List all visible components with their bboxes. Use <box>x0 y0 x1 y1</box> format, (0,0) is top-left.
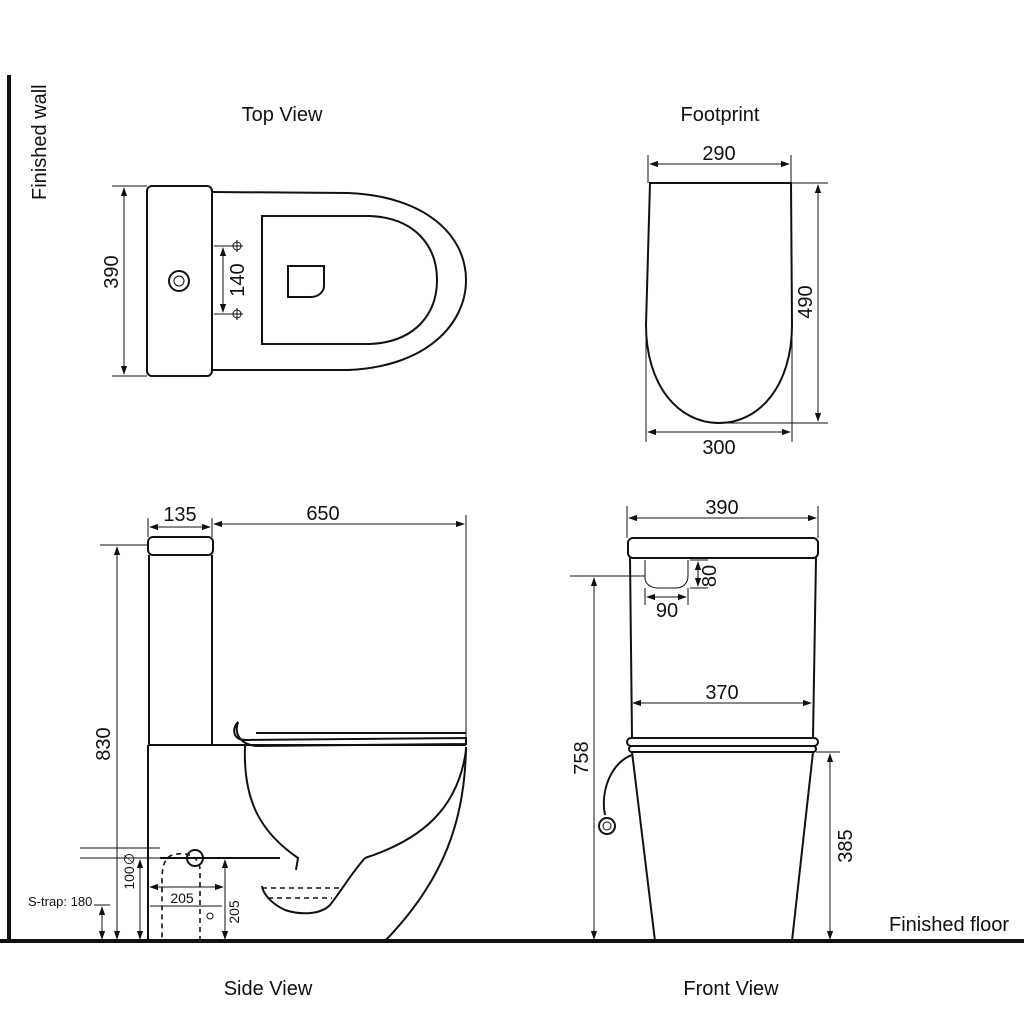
front-pan-height-dimension: 385 <box>816 751 857 940</box>
footprint-bottom-width-dimension: 300 <box>645 325 793 459</box>
svg-text:390: 390 <box>101 255 123 288</box>
front-view-title: Front View <box>683 978 779 1000</box>
side-cistern-dimension: 135 <box>147 504 213 537</box>
svg-text:385: 385 <box>835 829 857 862</box>
front-tank-base-dimension: 370 <box>632 682 812 707</box>
top-view-title: Top View <box>242 104 323 126</box>
s-trap-dimension: S-trap: 180 <box>28 894 110 940</box>
top-view-drawing <box>146 185 468 377</box>
svg-text:90: 90 <box>656 600 678 622</box>
svg-text:100: 100 <box>121 866 137 890</box>
front-width-dimension: 390 <box>626 497 819 538</box>
svg-text:∅: ∅ <box>121 853 137 865</box>
side-outlet-horizontal-dimension: 205 <box>149 883 224 907</box>
top-fixing-dimension: 140 <box>214 245 249 315</box>
svg-text:758: 758 <box>571 741 593 774</box>
front-inlet-height-dimension: 758 <box>570 575 645 940</box>
finished-wall-label: Finished wall <box>29 84 51 200</box>
side-inlet-dimension: 100 ∅ <box>80 847 160 940</box>
side-view-drawing <box>147 536 467 942</box>
footprint-top-width-dimension: 290 <box>647 143 792 183</box>
svg-text:135: 135 <box>163 504 196 526</box>
front-view-drawing <box>598 537 819 942</box>
svg-text:S-trap: 180: S-trap: 180 <box>28 894 92 909</box>
side-view-title: Side View <box>224 978 313 1000</box>
front-inlet-offset-dimension: 90 <box>644 588 689 622</box>
svg-text:140: 140 <box>227 263 249 296</box>
svg-text:205: 205 <box>170 890 194 906</box>
svg-text:370: 370 <box>705 682 738 704</box>
svg-text:650: 650 <box>306 503 339 525</box>
side-height-dimension: 830 <box>93 544 148 940</box>
svg-text:205: 205 <box>226 900 242 924</box>
side-length-dimension: 650 <box>213 503 467 745</box>
svg-text:490: 490 <box>795 285 817 318</box>
svg-text:300: 300 <box>702 437 735 459</box>
svg-text:390: 390 <box>705 497 738 519</box>
footprint-title: Footprint <box>681 104 760 126</box>
footprint-outline <box>644 182 794 425</box>
top-depth-dimension: 390 <box>101 185 147 377</box>
side-outlet-vertical-dimension: 205 <box>221 859 242 940</box>
svg-text:290: 290 <box>702 143 735 165</box>
footprint-depth-dimension: 490 <box>720 182 828 424</box>
front-inlet-depth-dimension: 80 <box>690 559 721 589</box>
svg-text:830: 830 <box>93 727 115 760</box>
svg-text:80: 80 <box>699 565 721 587</box>
finished-floor-label: Finished floor <box>889 914 1009 936</box>
